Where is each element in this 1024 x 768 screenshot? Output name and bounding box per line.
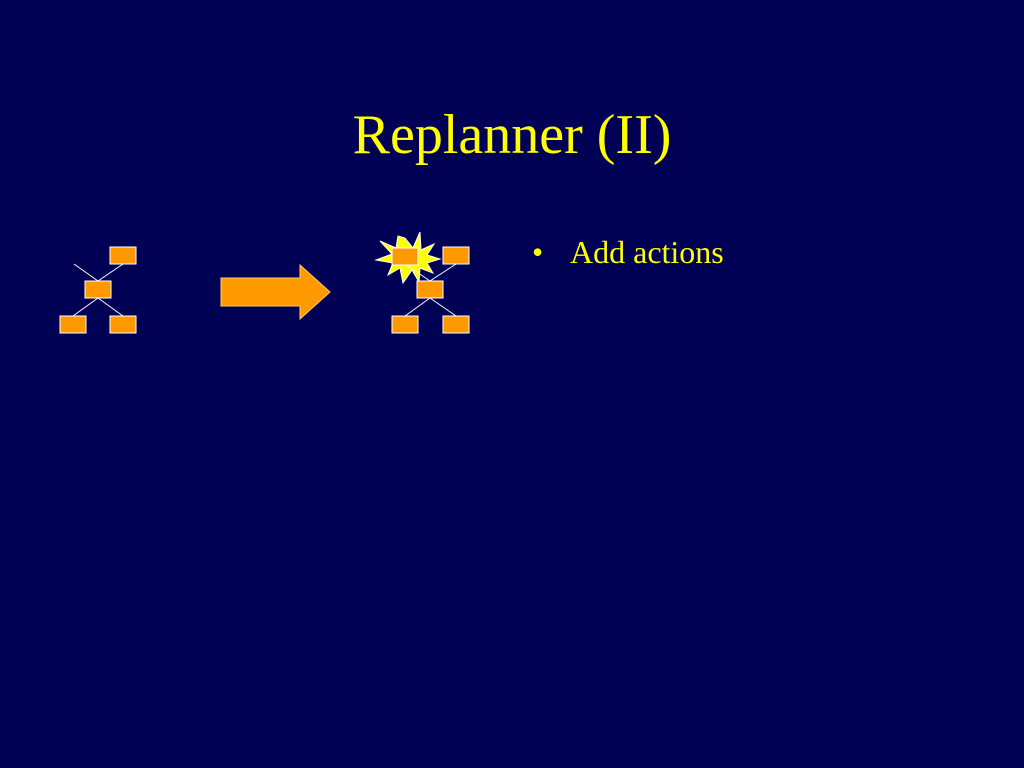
original-plan-tree [59, 246, 137, 334]
bullet-item: • Add actions [532, 232, 724, 272]
bullet-list: • Add actions [532, 232, 724, 272]
modified-plan-tree [374, 231, 470, 334]
plan-node [391, 315, 419, 334]
tree-edge [429, 263, 457, 282]
tree-edge [404, 297, 431, 317]
tree-edge [404, 263, 431, 282]
plan-node [416, 280, 444, 299]
added-action-node [391, 247, 419, 266]
bullet-text: Add actions [570, 234, 724, 270]
right-arrow-icon [220, 263, 331, 321]
plan-node [59, 315, 87, 334]
plan-node [109, 246, 137, 265]
tree-edge [72, 297, 99, 317]
plan-node [109, 315, 137, 334]
tree-edge [97, 297, 124, 317]
plan-node [442, 315, 470, 334]
bullet-marker: • [532, 234, 544, 270]
tree-edge [73, 263, 99, 282]
tree-edge [97, 263, 124, 282]
tree-edge [429, 297, 457, 317]
slide-title: Replanner (II) [352, 104, 672, 166]
plan-node [442, 246, 470, 265]
plan-node [84, 280, 112, 299]
